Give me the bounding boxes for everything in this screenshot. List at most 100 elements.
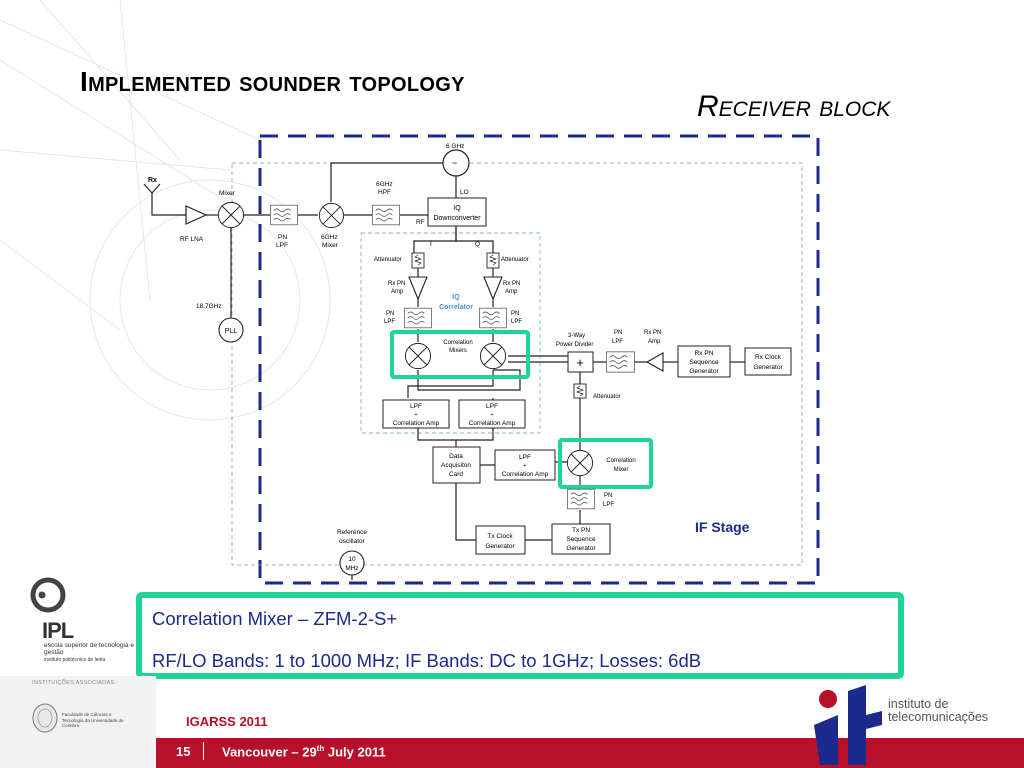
rx-pn-sequence-generator-box [677, 345, 731, 378]
rx-pn-lpf-label-b: LPF [612, 339, 623, 345]
ipl-logo-subtitle: escola superior de tecnologia e gestão i… [44, 642, 134, 664]
if-pn-lpf-label-b: LPF [603, 502, 614, 508]
if-pn-lpf-label-a: PN [604, 493, 612, 499]
attenuator-q-label: Attenuator [501, 257, 529, 263]
logo-panel [0, 676, 156, 768]
footer-bar [156, 738, 1024, 768]
rx-clock-generator-box [744, 347, 792, 376]
iq-correlator-label-a: IQ [452, 294, 460, 301]
correlation-mixer-i-icon [404, 342, 432, 370]
hpf-label: HPF [378, 189, 391, 196]
correlation-mixer-q-icon [479, 342, 507, 370]
tx-clock-generator-box [475, 525, 526, 555]
rf-port-label: RF [416, 219, 425, 226]
rx-pn-amp-i-label-a: Rx PN [388, 281, 405, 287]
lpf-corr-amp-i-box [382, 399, 450, 429]
inner-frame [231, 162, 803, 566]
if-mixer-label-a: Correlation [606, 458, 635, 464]
if-mixer-highlight [558, 438, 653, 489]
conference-label: IGARSS 2011 [186, 714, 268, 729]
it-logo-icon [814, 685, 882, 765]
ref-osc-label-b: oscillator [339, 538, 365, 545]
rx-pn-amp-label-a: Rx PN [644, 330, 661, 336]
if-correlation-mixer-icon [566, 449, 594, 477]
attenuator-if-label: Attenuator [593, 394, 621, 400]
pn-lpf-i-label-a: PN [386, 311, 394, 317]
rf-lna-amplifier-icon [185, 205, 208, 225]
rx-pn-amp-i-icon [408, 276, 428, 301]
pn-lpf-i-label-b: LPF [384, 319, 395, 325]
it-logo-text: instituto de telecomunicações [888, 698, 988, 724]
university-seal-icon [32, 703, 58, 733]
it-text-b: telecomunicações [888, 710, 989, 724]
receiver-block-diagram: Rx RF LNA Mixer PN LPF 6GHz Mixer 6GHz H… [143, 134, 820, 585]
iq-correlator-label-b: Correlator [439, 304, 473, 311]
iq-downconverter-box [427, 197, 487, 227]
it-text-a: instituto de [888, 697, 949, 711]
lpf-corr-amp-if-label-b: + [523, 463, 526, 469]
rx-clock-label-a: Rx Clock [755, 354, 782, 361]
iq-correlator-frame [360, 232, 541, 434]
info-line-1: Correlation Mixer – ZFM-2-S+ [152, 608, 398, 629]
rx-pn-seq-label-a: Rx PN [695, 350, 714, 357]
lpf-corr-amp-if-label-a: LPF [519, 454, 531, 461]
q-port-label: Q [475, 241, 480, 248]
lpf-corr-amp-q-label-c: Correlation Amp [469, 420, 516, 427]
lpf-corr-amp-i-label-a: LPF [410, 403, 422, 410]
power-divider-label-a: 3-Way [568, 333, 585, 339]
hpf-label-freq: 6GHz [376, 181, 393, 188]
rx-pn-amp-icon [645, 352, 664, 372]
tx-clock-label-b: Generator [485, 543, 515, 550]
component-info-box: Correlation Mixer – ZFM-2-S+ RF/LO Bands… [136, 592, 904, 679]
correlation-mixers-highlight [390, 330, 530, 379]
lo-label: LO [460, 189, 469, 196]
rx-pn-amp-q-icon [483, 276, 503, 301]
lo-source-icon [442, 149, 470, 177]
ref-osc-freq-b: MHz [345, 565, 358, 572]
power-divider-box [567, 351, 594, 373]
lpf-corr-amp-q-label-a: LPF [486, 403, 498, 410]
antenna-icon [143, 183, 161, 194]
receiver-frame [258, 134, 820, 585]
power-divider-symbol: + [576, 355, 584, 370]
i-port-label: I [430, 241, 432, 248]
mixer-icon [217, 201, 245, 229]
tx-pn-label-a: Tx PN [572, 527, 590, 534]
if-mixer-label-b: Mixer [614, 467, 629, 473]
data-acquisition-card-box [432, 446, 481, 484]
rx-clock-label-b: Generator [753, 364, 783, 371]
tx-pn-label-b: Sequence [566, 536, 596, 543]
lpf-corr-amp-q-box [458, 399, 526, 429]
pn-lpf-label-pn: PN [278, 234, 287, 241]
tx-pn-sequence-generator-box [551, 523, 611, 555]
pll-icon [218, 317, 244, 343]
rx-pn-amp-label-b: Amp [648, 339, 661, 345]
page-number: 15 [176, 744, 191, 759]
footer-location-date: Vancouver – 29th July 2011 [222, 744, 386, 759]
sine-symbol: ~ [452, 158, 457, 168]
footer-separator [203, 742, 204, 760]
iq-downconverter-label-b: Downconverter [433, 215, 481, 222]
rx-pn-lpf-filter-icon [606, 351, 635, 373]
if-pn-lpf-filter-icon [567, 488, 595, 510]
data-card-label-c: Card [449, 471, 463, 478]
pn-lpf-filter-icon [270, 204, 298, 226]
footer-date: July 2011 [324, 744, 386, 760]
tx-clock-label-a: Tx Clock [487, 533, 513, 540]
pn-lpf-i-filter-icon [404, 307, 432, 329]
rf-lna-label: RF LNA [180, 236, 204, 243]
ref-osc-label-a: Reference [337, 529, 367, 536]
pn-lpf-q-filter-icon [479, 307, 507, 329]
pn-lpf-label-lpf: LPF [276, 242, 288, 249]
rx-pn-seq-label-b: Sequence [689, 359, 719, 366]
pll-label: PLL [225, 328, 238, 335]
lpf-corr-amp-q-label-b: + [490, 412, 493, 418]
rx-label: Rx [148, 177, 157, 184]
data-card-label-a: Data [449, 453, 463, 460]
reference-oscillator-icon [339, 550, 365, 576]
mixer-6ghz-label-b: Mixer [322, 242, 339, 249]
associated-institutions-label: INSTITUIÇÕES ASSOCIADAS: [32, 680, 117, 686]
lo-frequency-label: 6 GHz [446, 143, 464, 150]
rx-pn-amp-i-label-b: Amp [391, 289, 404, 295]
